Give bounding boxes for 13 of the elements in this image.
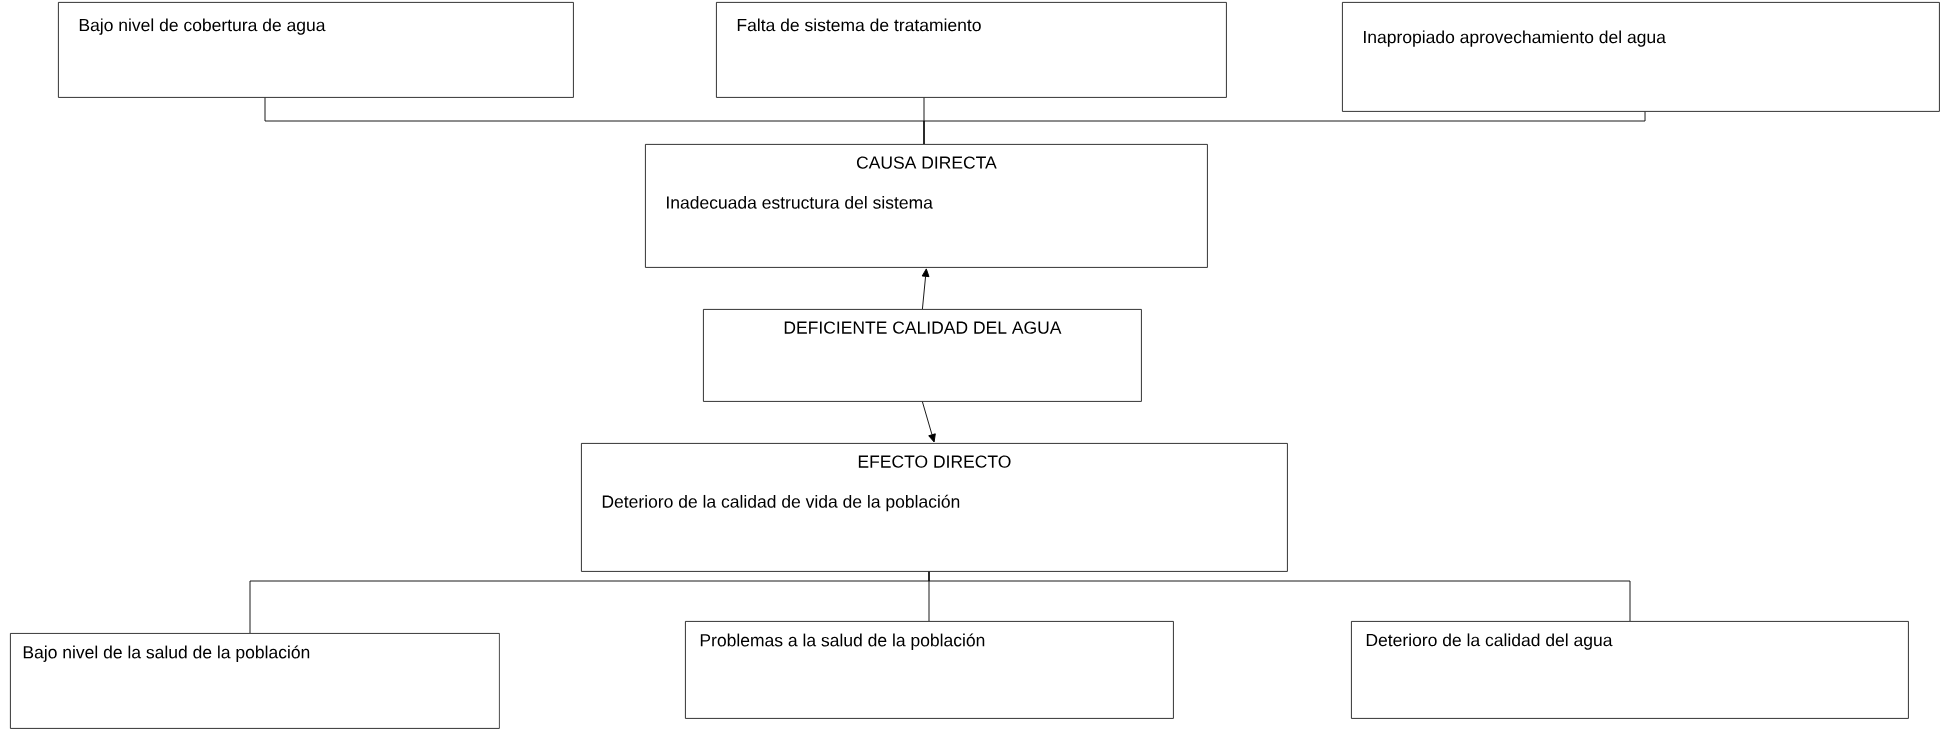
connector [921, 268, 930, 310]
text-box: CAUSA DIRECTA Inadecuada estructura del sistema [645, 144, 1208, 268]
text-box: EFECTO DIRECTO Deterioro de la calidad de vida de la población [581, 443, 1288, 572]
text-box: Deterioro de la calidad del agua [1351, 621, 1909, 719]
connector [921, 401, 936, 443]
connector [923, 111, 1646, 145]
text-box: DEFICIENTE CALIDAD DEL AGUA [703, 309, 1142, 402]
text-box: Falta de sistema de tratamiento [716, 2, 1227, 98]
connector [928, 571, 1631, 622]
text-box: Inapropiado aprovechamiento del agua [1342, 2, 1940, 112]
text-box: Bajo nivel de la salud de la población [10, 633, 500, 729]
text-box: Bajo nivel de cobertura de agua [58, 2, 574, 98]
text-box: Problemas a la salud de la población [685, 621, 1174, 719]
